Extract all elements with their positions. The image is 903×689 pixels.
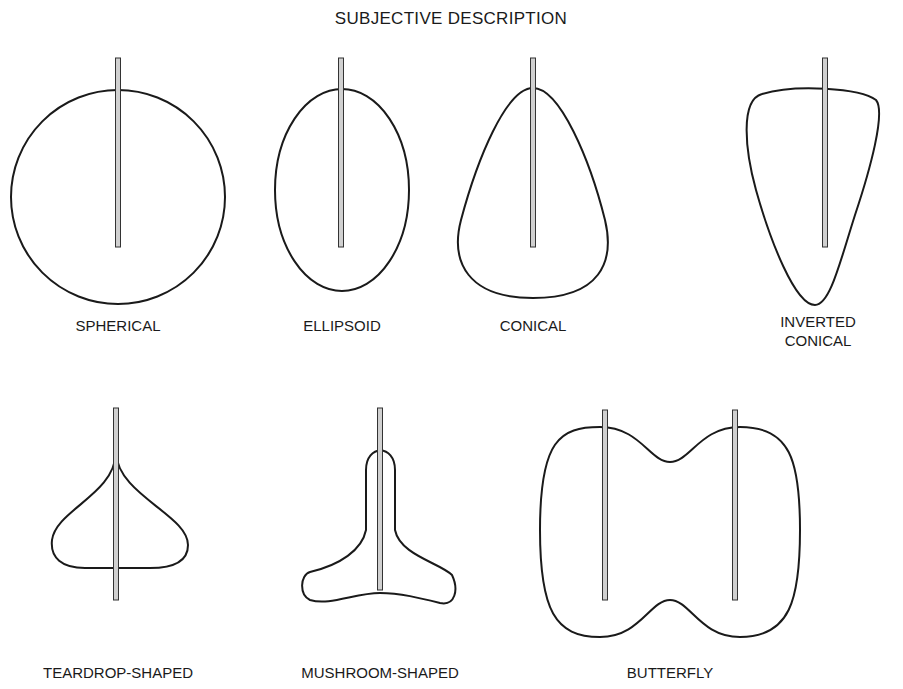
needle: [733, 410, 738, 600]
inverted-conical-outline: [747, 88, 879, 305]
needle: [114, 408, 119, 600]
needle: [531, 58, 536, 247]
needle: [339, 58, 344, 247]
needle: [603, 410, 608, 600]
shape-label: INVERTED CONICAL: [763, 313, 873, 351]
shape-label: BUTTERFLY: [570, 664, 770, 683]
shape-label: TEARDROP-SHAPED: [18, 664, 218, 683]
shape-label: MUSHROOM-SHAPED: [280, 664, 480, 683]
butterfly-outline: [540, 427, 800, 637]
needle: [823, 58, 828, 247]
teardrop-outline: [52, 453, 188, 568]
needle: [116, 58, 121, 247]
shape-label: CONICAL: [448, 317, 618, 336]
shape-label: SPHERICAL: [33, 317, 203, 336]
needle: [378, 408, 383, 590]
diagram-title: SUBJECTIVE DESCRIPTION: [335, 8, 567, 29]
shape-label: ELLIPSOID: [257, 317, 427, 336]
